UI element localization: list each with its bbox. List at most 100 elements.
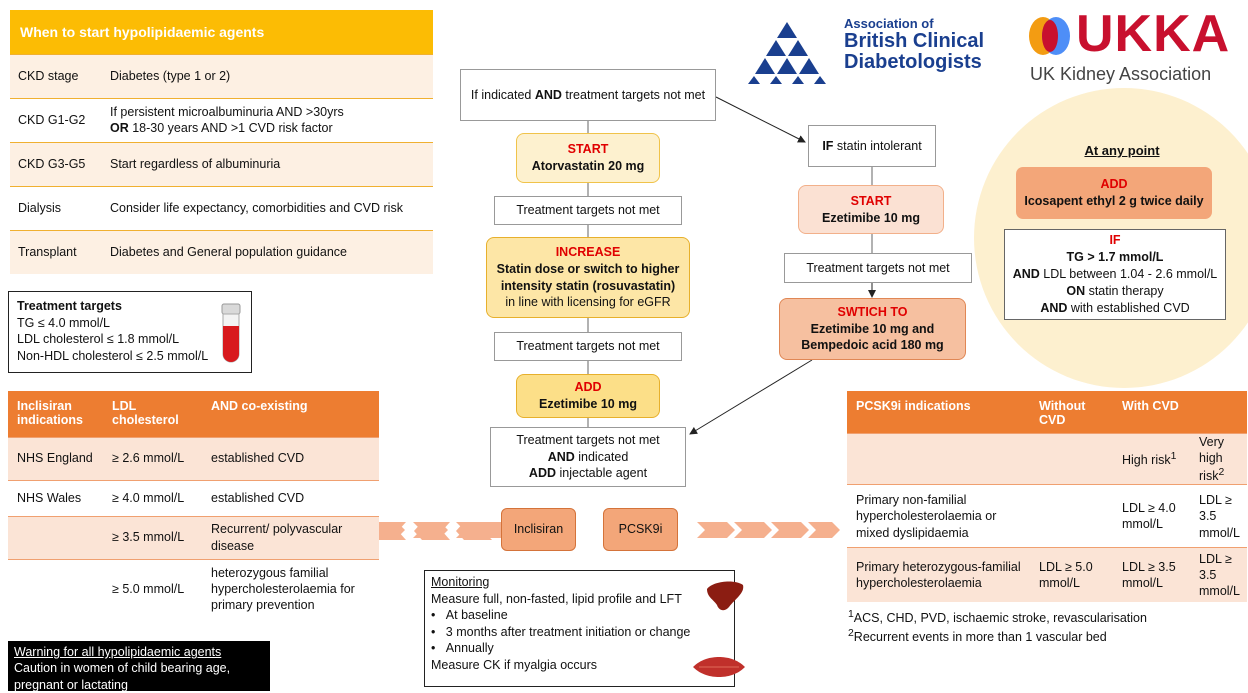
monitoring-ck: Measure CK if myalgia occurs <box>431 657 598 672</box>
start-rule-cell: Diabetes and General population guidance <box>102 229 433 274</box>
monitoring-title: Monitoring <box>431 575 490 589</box>
warning-box: Warning for all hypolipidaemic agents Ca… <box>8 641 270 692</box>
targets-not-met-box: Treatment targets not met <box>784 253 972 283</box>
abcd-logo-icon <box>748 22 826 84</box>
footnote-num: 1 <box>848 609 854 620</box>
col-header: Inclisiran indications <box>8 391 103 437</box>
abcd-line-small: Association of <box>844 16 934 31</box>
start-table-title: When to start hypolipidaemic agents <box>10 10 433 54</box>
rule-line: 18-30 years AND >1 CVD risk factor <box>128 121 333 135</box>
criteria-line: AND with established CVD <box>1040 300 1189 317</box>
intolerant-text: IF statin intolerant <box>822 138 921 155</box>
statin-intolerant-box: IF statin intolerant <box>808 125 936 167</box>
start-drug: Atorvastatin 20 mg <box>531 159 645 173</box>
footnote: 1ACS, CHD, PVD, ischaemic stroke, revasc… <box>848 608 1147 627</box>
criteria-line: ON statin therapy <box>1066 283 1163 300</box>
table-cell: ≥ 3.5 mmol/L <box>103 515 202 559</box>
footnote-ref: 2 <box>1218 467 1225 478</box>
table-cell <box>1030 432 1113 485</box>
start-stage-cell: CKD stage <box>10 53 102 98</box>
footnote-text: ACS, CHD, PVD, ischaemic stroke, revascu… <box>853 611 1147 626</box>
col-header: Without CVD <box>1030 391 1113 433</box>
any-point-title: At any point <box>1084 143 1160 158</box>
icosapent-box: ADD Icosapent ethyl 2 g twice daily <box>1016 167 1212 219</box>
intolerant-label: statin intolerant <box>833 138 922 153</box>
not-met-text: Treatment targets not met <box>516 203 660 218</box>
pcsk9i-label: PCSK9i <box>618 522 663 537</box>
inclisiran-option[interactable]: Inclisiran <box>501 508 576 551</box>
add-ezetimibe-box: ADD Ezetimibe 10 mg <box>516 374 660 418</box>
inj-agent: injectable agent <box>556 466 648 481</box>
table-cell: NHS England <box>8 436 103 480</box>
liver-icon <box>707 581 744 611</box>
icosapent-criteria-box: IF TG > 1.7 mmol/L AND LDL between 1.04 … <box>1004 229 1226 320</box>
if-heading: IF <box>1109 233 1121 248</box>
targets-title: Treatment targets <box>17 299 122 313</box>
table-cell: LDL ≥ 3.5 mmol/L <box>1113 547 1190 602</box>
table-cell: LDL ≥ 4.0 mmol/L <box>1113 484 1190 548</box>
inj-add: ADD <box>528 466 557 481</box>
footnote-ref: 1 <box>1170 450 1177 462</box>
rule-line: If persistent microalbuminuria AND >30yr… <box>110 104 344 119</box>
injectable-agent-box: Treatment targets not met AND indicated … <box>490 427 686 487</box>
table-cell <box>8 558 103 619</box>
list-item: • 3 months after treatment initiation or… <box>431 624 691 639</box>
left-arrows <box>370 522 492 540</box>
col-header: AND co-existing <box>202 391 379 437</box>
bullet-text: At baseline <box>445 608 508 622</box>
ukka-kidney-icon <box>1029 17 1070 55</box>
col-header <box>1190 391 1247 433</box>
entry-pre: If indicated <box>470 87 535 102</box>
inj-line: AND indicated <box>547 449 629 464</box>
pcsk9i-option[interactable]: PCSK9i <box>603 508 678 551</box>
abcd-line-large: British Clinical <box>844 29 985 52</box>
ukka-subtitle: UK Kidney Association <box>1030 64 1212 84</box>
warning-line: Caution in women of child bearing age, <box>14 661 231 676</box>
pcsk9-footnotes: 1ACS, CHD, PVD, ischaemic stroke, revasc… <box>848 608 1147 646</box>
col-header: PCSK9i indications <box>847 391 1030 433</box>
targets-not-met-box: Treatment targets not met <box>494 332 682 361</box>
inj-line: ADD injectable agent <box>529 465 647 482</box>
target-line: LDL cholesterol ≤ 1.8 mmol/L <box>17 332 180 346</box>
abcd-line-large: Diabetologists <box>844 50 982 73</box>
table-cell: Very high risk2 <box>1190 432 1247 485</box>
start-rule-cell: Start regardless of albuminuria <box>102 141 433 186</box>
start-stage-cell: CKD G3-G5 <box>10 141 102 186</box>
bullet-text: 3 months after treatment initiation or c… <box>445 624 691 639</box>
pcsk9-table: PCSK9i indications Without CVD With CVD … <box>847 391 1247 602</box>
start-drug: Ezetimibe 10 mg <box>822 210 920 225</box>
monitoring-intro: Measure full, non-fasted, lipid profile … <box>431 591 682 606</box>
targets-not-met-box: Treatment targets not met <box>494 196 682 225</box>
switch-to-box: SWTICH TO Ezetimibe 10 mg and Bempedoic … <box>779 298 966 360</box>
table-cell: NHS Wales <box>8 479 103 516</box>
table-cell: Primary non-familial hypercholesterolaem… <box>847 484 1030 548</box>
add-heading: ADD <box>1100 177 1128 192</box>
increase-line: intensity statin (rosuvastatin) <box>500 278 676 293</box>
muscle-icon <box>693 657 745 677</box>
list-item: • At baseline <box>431 608 508 622</box>
inclisiran-label: Inclisiran <box>513 522 564 537</box>
start-criteria-table: When to start hypolipidaemic agents CKD … <box>10 10 433 274</box>
start-rule-cell: If persistent microalbuminuria AND >30yr… <box>102 97 433 142</box>
icosapent-drug: Icosapent ethyl 2 g twice daily <box>1024 194 1204 208</box>
warning-title: Warning for all hypolipidaemic agents <box>14 645 222 659</box>
rule-or: OR <box>110 121 129 135</box>
table-cell: High risk1 <box>1113 432 1190 485</box>
target-line: Non-HDL cholesterol ≤ 2.5 mmol/L <box>17 348 209 363</box>
crit-bold: ON <box>1066 283 1086 298</box>
add-heading: ADD <box>574 380 602 395</box>
table-cell: ≥ 2.6 mmol/L <box>103 436 202 480</box>
col-header: LDL cholesterol <box>103 391 202 437</box>
increase-line: Statin dose or switch to higher <box>496 261 680 276</box>
criteria-line: TG > 1.7 mmol/L <box>1066 250 1164 265</box>
start-heading: START <box>567 142 609 157</box>
entry-text: If indicated AND treatment targets not m… <box>471 87 705 104</box>
blood-tube-icon <box>221 303 241 363</box>
table-cell: established CVD <box>202 436 379 480</box>
start-ezetimibe-box: START Ezetimibe 10 mg <box>798 185 944 234</box>
table-cell: established CVD <box>202 479 379 516</box>
increase-statin-box: INCREASE Statin dose or switch to higher… <box>486 237 690 318</box>
warning-line: pregnant or lactating <box>14 677 128 692</box>
inj-line: Treatment targets not met <box>516 432 660 447</box>
target-line: TG ≤ 4.0 mmol/L <box>17 315 110 330</box>
